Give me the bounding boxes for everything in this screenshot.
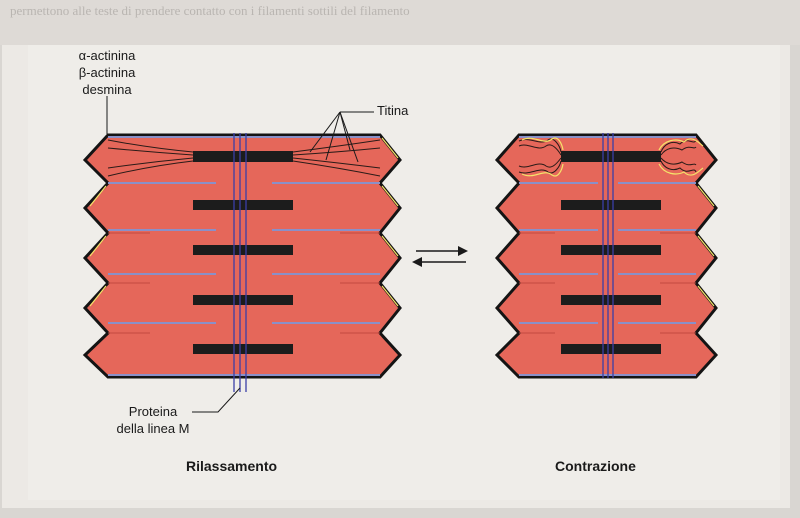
background-text-line-2: permettono alle teste di prendere contat… [10,3,410,18]
titin-leader-line-2 [325,111,341,161]
m-line-protein-label: Proteina della linea M [108,403,198,437]
contracted-myofibril-body [494,133,719,379]
relaxation-caption: Rilassamento [186,458,278,474]
background-page-text: permettono alle teste di prendere contat… [0,0,800,45]
alpha-actinin-label: α-actinina [78,48,136,63]
contracted-thick-filaments [561,151,661,354]
relaxed-thick-filaments [193,151,293,354]
contracted-myofibril [494,133,719,379]
m-line-label-line-2: della linea M [116,421,190,436]
titin-leader-line-3 [339,111,351,151]
relaxed-myofibril [82,133,403,392]
leader-lines [106,96,374,413]
actinin-desmin-label: α-actinina β-actinina desmina [50,47,164,98]
titin-label: Titina [377,103,409,118]
desmin-label: desmina [82,82,132,97]
equilibrium-arrows [412,246,468,267]
m-line-label-line-1: Proteina [128,404,178,419]
contracted-titin-highlights [521,137,715,307]
contracted-titin-loops [518,138,697,174]
m-line-leader-line [192,387,241,413]
page-header-strip: permettono alle teste di prendere contat… [0,0,800,45]
relaxed-thin-filaments [108,136,380,376]
contraction-caption: Contrazione [555,458,636,474]
beta-actinin-label: β-actinina [78,65,136,80]
contracted-m-line [602,133,614,378]
titin-leader-line-1 [309,111,341,153]
relaxed-m-line [233,133,247,392]
relaxed-titin-strands [107,139,381,177]
titin-leader-line-4 [339,111,359,163]
relaxed-edge-highlights [89,137,399,307]
